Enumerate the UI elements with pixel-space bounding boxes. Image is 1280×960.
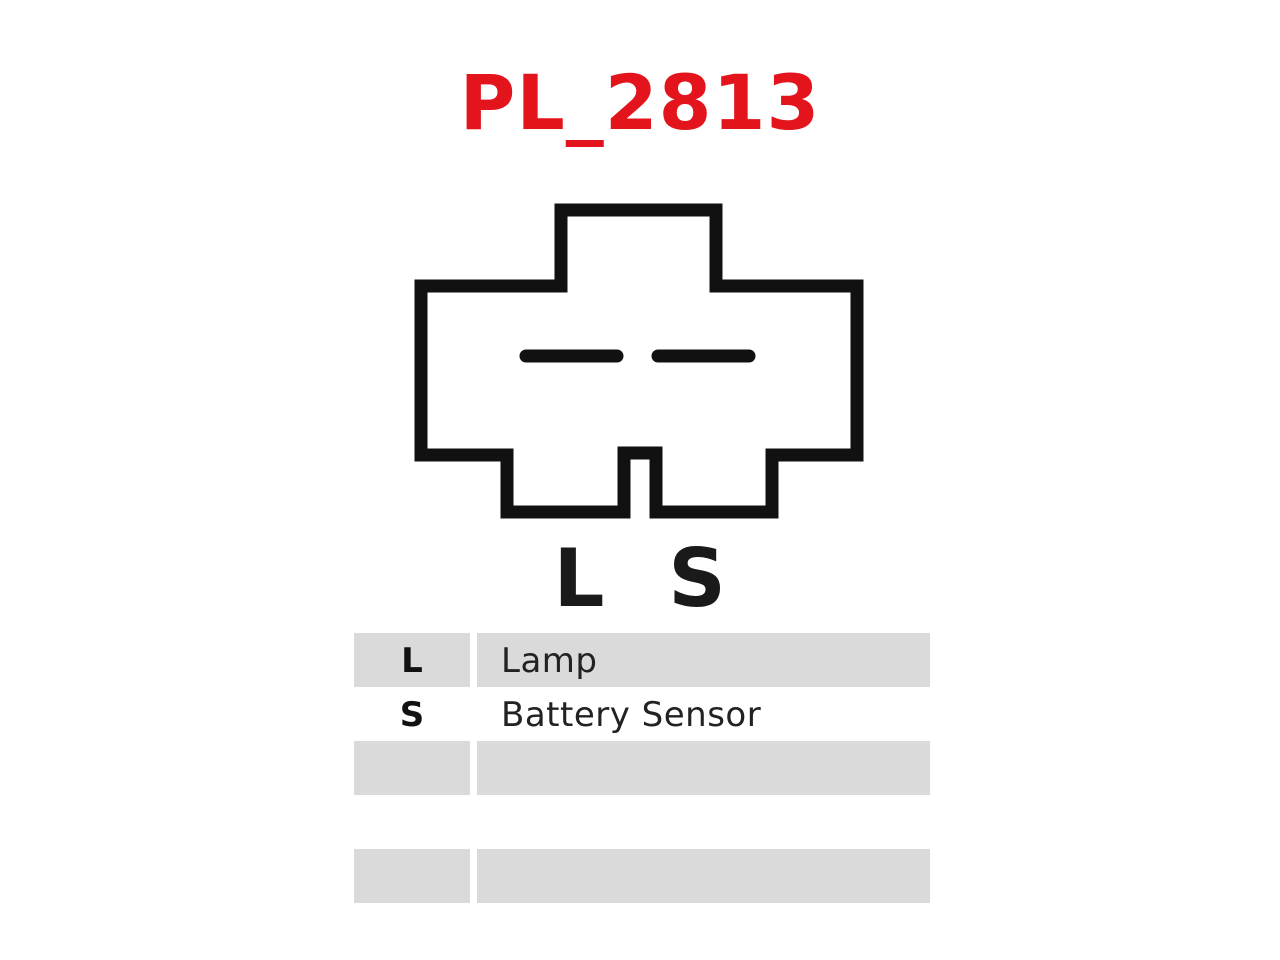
table-row xyxy=(354,795,930,849)
pin-key xyxy=(354,849,470,903)
table-row xyxy=(354,741,930,795)
pin-key: L xyxy=(354,633,470,687)
table-row: L Lamp xyxy=(354,633,930,687)
pin-description xyxy=(477,849,930,903)
pin-key: S xyxy=(399,695,425,735)
pin-description: Battery Sensor xyxy=(501,695,762,735)
connector-title: PL_2813 xyxy=(459,58,821,147)
connector-outline xyxy=(414,203,864,519)
pin-description xyxy=(477,795,930,849)
pin-legend-table: L Lamp S Battery Sensor xyxy=(354,633,930,903)
pin-description xyxy=(477,741,930,795)
pin-key xyxy=(354,741,470,795)
pin-description: Lamp xyxy=(477,633,930,687)
pin-label-l: L xyxy=(553,532,605,625)
pin-key xyxy=(354,795,470,849)
table-row xyxy=(354,849,930,903)
pin-label-s: S xyxy=(668,532,726,625)
table-row: S Battery Sensor xyxy=(354,687,930,741)
